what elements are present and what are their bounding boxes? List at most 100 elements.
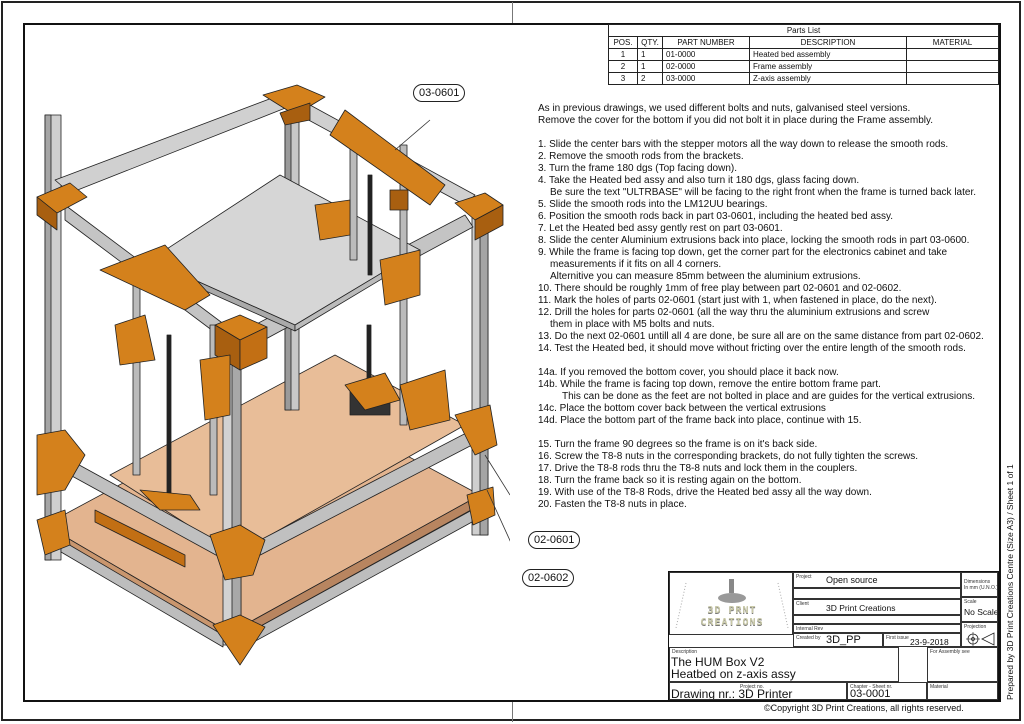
drawing-number: Drawing nr.: 3D Printer bbox=[671, 687, 793, 700]
foot-front bbox=[212, 614, 266, 666]
blank-row bbox=[793, 588, 961, 599]
step: 13. Do the next 02-0601 untill all 4 are… bbox=[538, 331, 984, 342]
projection-cell: Projection bbox=[961, 622, 998, 647]
created-by-label: Created by bbox=[796, 635, 821, 641]
parts-list-title: Parts List bbox=[608, 24, 999, 37]
header-material: MATERIAL bbox=[906, 36, 999, 49]
cell-pos: 1 bbox=[608, 48, 638, 61]
internal-rev-label: Internal Rev bbox=[796, 626, 823, 632]
company-logo: 3D PRNT CREATIONS bbox=[670, 573, 792, 634]
copyright-notice: ©Copyright 3D Print Creations, all right… bbox=[764, 703, 964, 713]
for-assembly-label: For Assembly see bbox=[930, 649, 970, 655]
step: 6. Position the smooth rods back in part… bbox=[538, 211, 894, 222]
chapter-label: Chapter - Sheet nr. bbox=[850, 684, 893, 690]
scale-value: No Scale bbox=[964, 607, 998, 617]
printer-logo-icon bbox=[675, 579, 789, 629]
created-by-cell: Created by 3D_PP bbox=[793, 633, 883, 647]
step: 4. Take the Heated bed assy and also tur… bbox=[538, 175, 860, 186]
title-block: 3D PRNT CREATIONS Project Open source Cl… bbox=[668, 571, 999, 701]
description-cell: Description The HUM Box V2 Heatbed on z-… bbox=[669, 647, 899, 682]
logo-line-1: 3D PRNT bbox=[707, 605, 757, 616]
hum-box-isometric-illustration bbox=[36, 84, 513, 666]
z-top-bracket-left bbox=[99, 244, 211, 311]
gusset-right bbox=[454, 404, 498, 456]
project-value: Open source bbox=[826, 575, 878, 585]
cell-part-number: 02-0000 bbox=[662, 60, 750, 73]
step: 16. Screw the T8-8 nuts in the correspon… bbox=[538, 451, 919, 462]
step: 10. There should be roughly 1mm of free … bbox=[538, 283, 902, 294]
step: 15. Turn the frame 90 degrees so the fra… bbox=[538, 439, 818, 450]
cell-description: Frame assembly bbox=[749, 60, 907, 73]
step: 14. Test the Heated bed, it should move … bbox=[538, 343, 966, 354]
created-by-value: 3D_PP bbox=[826, 634, 861, 646]
header-pos: POS. bbox=[608, 36, 638, 49]
step: 14b. While the frame is facing top down,… bbox=[538, 379, 881, 390]
step: 14c. Place the bottom cover back between… bbox=[538, 403, 826, 414]
step: 20. Fasten the T8-8 nuts in place. bbox=[538, 499, 687, 510]
cell-material bbox=[906, 60, 999, 73]
step: 18. Turn the frame back so it is resting… bbox=[538, 475, 802, 486]
chapter-sheet-cell: Chapter - Sheet nr. 03-0001 bbox=[847, 682, 927, 700]
step: 14d. Place the bottom part of the frame … bbox=[538, 415, 862, 426]
client-label: Client bbox=[796, 601, 809, 607]
z-top-bracket-right bbox=[329, 109, 446, 206]
cell-material bbox=[906, 48, 999, 61]
step: 9. While the frame is facing top down, g… bbox=[538, 247, 948, 258]
scale-cell: Scale No Scale bbox=[961, 597, 998, 622]
project-no-cell: Project no. Drawing nr.: 3D Printer bbox=[669, 682, 847, 700]
client-cell: Client 3D Print Creations bbox=[793, 599, 961, 615]
projection-label: Projection bbox=[964, 624, 987, 630]
description-line-1: The HUM Box V2 bbox=[671, 655, 765, 669]
gusset-front bbox=[209, 524, 266, 581]
leader-02-0602 bbox=[484, 454, 511, 496]
first-issue-label: First issue bbox=[886, 635, 909, 641]
cell-qty: 1 bbox=[637, 48, 663, 61]
cell-pos: 3 bbox=[608, 72, 638, 85]
cell-material bbox=[906, 72, 999, 85]
parts-list-table: Parts List POS. QTY. PART NUMBER DESCRIP… bbox=[608, 24, 999, 85]
step-note: This can be done as the feet are not bol… bbox=[562, 391, 976, 402]
client-value: 3D Print Creations bbox=[826, 603, 896, 613]
step-note: Be sure the text "ULTRBASE" will be faci… bbox=[550, 187, 977, 198]
parts-row: 1 1 01-0000 Heated bed assembly bbox=[608, 48, 999, 61]
zone-divider-top bbox=[512, 2, 513, 23]
parts-row: 3 2 03-0000 Z-axis assembly bbox=[608, 72, 999, 85]
step: 17. Drive the T8-8 rods thru the T8-8 nu… bbox=[538, 463, 858, 474]
corner-bracket-top-back bbox=[262, 84, 326, 116]
drawing-border bbox=[23, 23, 1001, 702]
sheet-side-note: Prepared by 3D Print Creations Centre (S… bbox=[1005, 464, 1015, 700]
leader-02-0601 bbox=[486, 489, 513, 546]
step-note: measurements if it fits on all 4 corners… bbox=[550, 259, 722, 270]
internal-rev-cell: Internal Rev bbox=[793, 624, 961, 633]
step: 8. Slide the center Aluminium extrusions… bbox=[538, 235, 970, 246]
header-description: DESCRIPTION bbox=[749, 36, 907, 49]
step-note: them in place with M5 bolts and nuts. bbox=[550, 319, 715, 330]
zone-divider-bottom bbox=[512, 702, 513, 722]
cell-part-number: 03-0000 bbox=[662, 72, 750, 85]
cell-description: Z-axis assembly bbox=[749, 72, 907, 85]
top-beam-back-left bbox=[54, 94, 294, 194]
foot-right bbox=[466, 486, 496, 526]
header-part-number: PART NUMBER bbox=[662, 36, 750, 49]
assembly-drawing bbox=[25, 25, 513, 700]
bottom-brace bbox=[94, 509, 186, 568]
assembly-instructions: As in previous drawings, we used differe… bbox=[538, 103, 998, 511]
intro-line: Remove the cover for the bottom if you d… bbox=[538, 115, 934, 126]
step: 5. Slide the smooth rods into the LM12UU… bbox=[538, 199, 768, 210]
logo-line-2: CREATIONS bbox=[700, 617, 764, 628]
dimensions-label: Dimensions bbox=[964, 579, 991, 585]
step-note: Alternitive you can measure 85mm between… bbox=[550, 271, 861, 282]
foot-left bbox=[36, 509, 71, 556]
first-angle-projection-icon bbox=[966, 632, 995, 646]
step: 11. Mark the holes of parts 02-0601 (sta… bbox=[538, 295, 937, 306]
first-issue-cell: First issue 23-9-2018 bbox=[883, 633, 961, 647]
balloon-part-03-0601: 03-0601 bbox=[413, 84, 466, 102]
step: 2. Remove the smooth rods from the brack… bbox=[538, 151, 744, 162]
balloon-part-02-0601: 02-0601 bbox=[528, 531, 581, 549]
dimensions-cell: Dimensions In mm (U.N.O.) bbox=[961, 572, 998, 597]
balloon-part-02-0602: 02-0602 bbox=[522, 569, 575, 587]
scale-label: Scale bbox=[964, 599, 977, 605]
parts-row: 2 1 02-0000 Frame assembly bbox=[608, 60, 999, 73]
cell-description: Heated bed assembly bbox=[749, 48, 907, 61]
